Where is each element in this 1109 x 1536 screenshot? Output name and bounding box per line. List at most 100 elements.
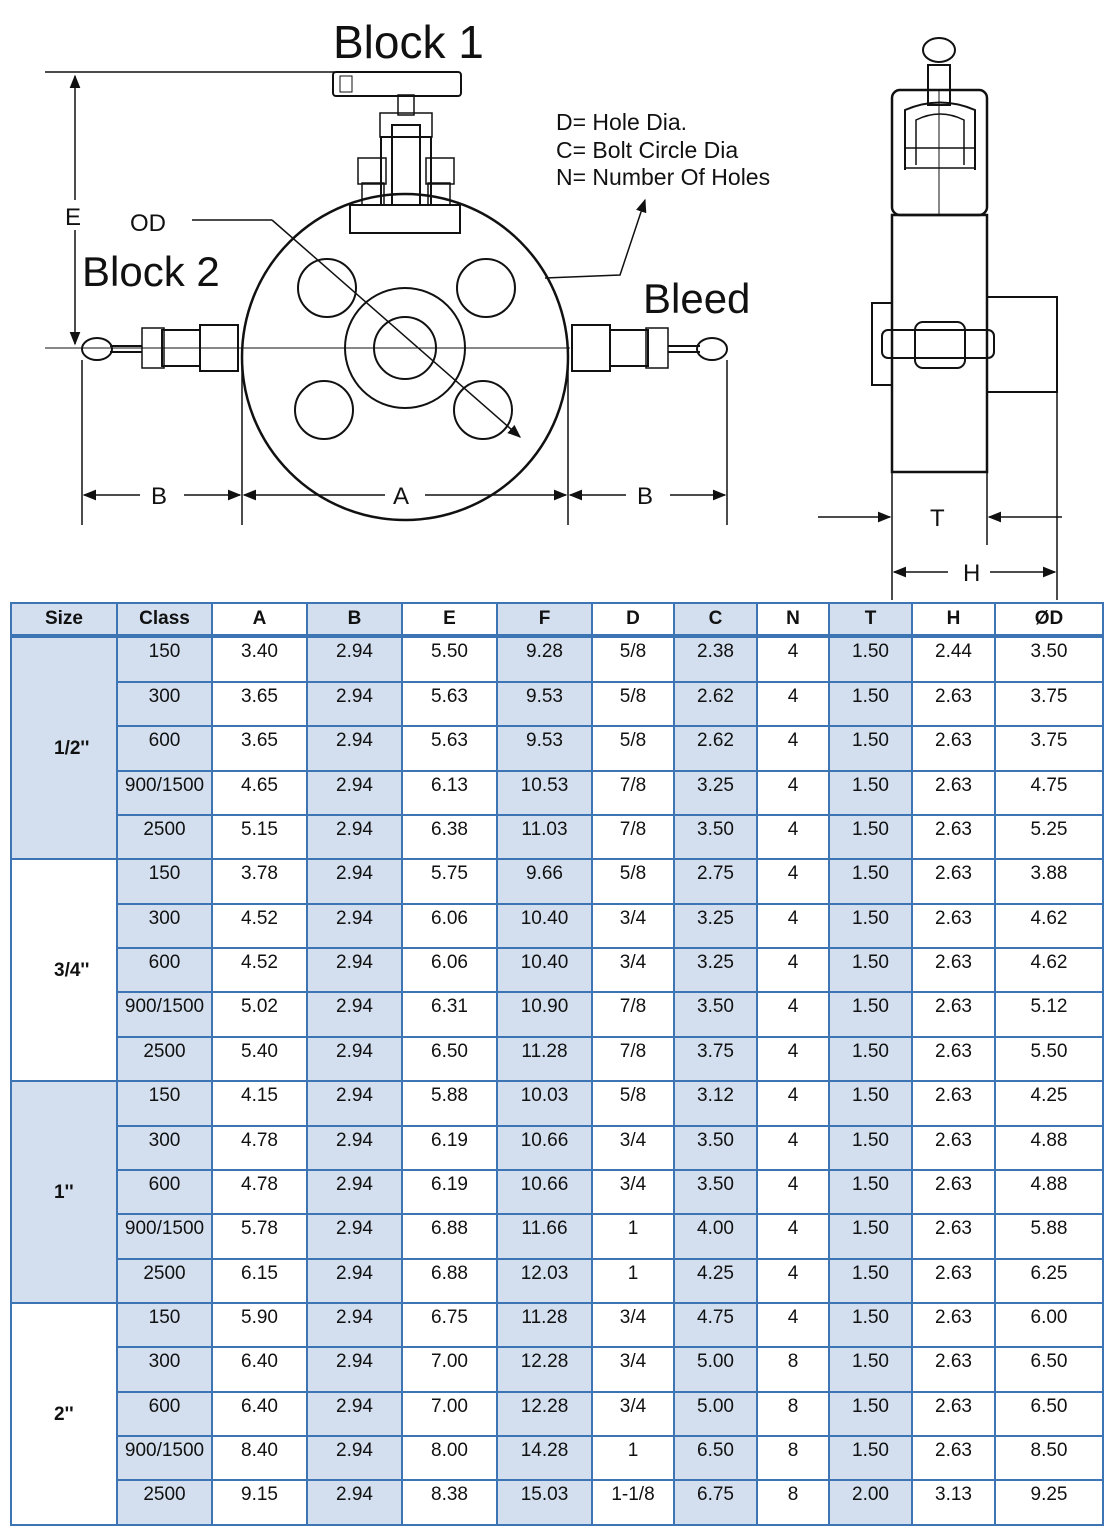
table-cell: 2.63	[911, 902, 996, 950]
table-cell: 11.66	[496, 1213, 593, 1260]
table-cell: 5.15	[211, 814, 308, 861]
table-cell: 900/1500	[116, 1435, 213, 1482]
side-view	[871, 37, 1058, 474]
table-cell: 2.44	[911, 635, 996, 683]
table-cell: 10.66	[496, 1124, 593, 1171]
table-cell: 4.75	[673, 1301, 758, 1349]
legend-number-holes: N= Number Of Holes	[556, 164, 770, 190]
table-cell: 9.28	[496, 635, 593, 683]
table-cell: 6.00	[994, 1301, 1104, 1349]
table-cell: 2.94	[306, 1435, 403, 1482]
table-cell: 8.40	[211, 1435, 308, 1482]
table-cell: 4.62	[994, 947, 1104, 994]
table-cell: 2.94	[306, 1301, 403, 1349]
table-cell: 14.28	[496, 1435, 593, 1482]
bolt-hole	[456, 258, 516, 318]
table-cell: 2.63	[911, 1213, 996, 1260]
table-cell: 5.00	[673, 1346, 758, 1393]
table-cell: 2.63	[911, 725, 996, 772]
table-cell: 2.94	[306, 1035, 403, 1083]
table-cell: 1.50	[828, 902, 913, 950]
table-cell: 1.50	[828, 1080, 913, 1127]
table-cell: 3.65	[211, 725, 308, 772]
table-cell: 2.94	[306, 1390, 403, 1438]
table-cell: 1.50	[828, 725, 913, 772]
table-cell: 600	[116, 1168, 213, 1216]
e-label: E	[65, 204, 81, 231]
table-cell: 6.19	[401, 1168, 498, 1216]
table-cell: 5.63	[401, 725, 498, 772]
table-cell: 2.94	[306, 991, 403, 1038]
table-cell: 5.12	[994, 991, 1104, 1038]
table-cell: 11.03	[496, 814, 593, 861]
front-view	[45, 71, 728, 522]
table-cell: 2.63	[911, 1435, 996, 1482]
table-cell: 5/8	[591, 858, 675, 905]
side-dimension-lines	[818, 392, 1062, 600]
table-cell: 3.25	[673, 769, 758, 817]
table-cell: 4.78	[211, 1168, 308, 1216]
table-cell: 6.50	[994, 1346, 1104, 1393]
table-cell: 11.28	[496, 1035, 593, 1083]
table-cell: 3.50	[994, 635, 1104, 683]
size-cell: 1/2''	[10, 634, 118, 861]
table-cell: 3.12	[673, 1080, 758, 1127]
table-cell: 4.65	[211, 769, 308, 817]
table-cell: 2.94	[306, 1080, 403, 1127]
table-cell: 2.94	[306, 947, 403, 994]
table-cell: 1.50	[828, 1124, 913, 1171]
table-cell: 2.94	[306, 902, 403, 950]
table-cell: 1.50	[828, 680, 913, 728]
table-cell: 4.62	[994, 902, 1104, 950]
table-cell: 5.50	[994, 1035, 1104, 1083]
flange	[240, 192, 570, 522]
table-cell: 11.28	[496, 1301, 593, 1349]
table-cell: 4	[756, 814, 830, 861]
table-cell: 5/8	[591, 725, 675, 772]
table-cell: 3.50	[673, 991, 758, 1038]
table-cell: 2.63	[911, 1390, 996, 1438]
table-cell: 12.03	[496, 1257, 593, 1304]
table-cell: 4	[756, 1213, 830, 1260]
table-cell: 3/4	[591, 1346, 675, 1393]
table-cell: 8.38	[401, 1479, 498, 1526]
table-cell: 2.38	[673, 635, 758, 683]
block2-label: Block 2	[82, 248, 220, 295]
table-cell: 1	[591, 1257, 675, 1304]
table-cell: 2500	[116, 1035, 213, 1083]
table-cell: 1.50	[828, 1035, 913, 1083]
table-cell: 3/4	[591, 947, 675, 994]
header-cell: N	[756, 602, 830, 638]
table-cell: 6.40	[211, 1346, 308, 1393]
h-label: H	[963, 560, 980, 587]
table-cell: 4	[756, 1080, 830, 1127]
table-cell: 2500	[116, 1257, 213, 1304]
header-cell: E	[401, 602, 498, 638]
table-cell: 2500	[116, 814, 213, 861]
table-cell: 2.63	[911, 858, 996, 905]
table-cell: 1.50	[828, 1346, 913, 1393]
table-cell: 5.40	[211, 1035, 308, 1083]
table-cell: 3/4	[591, 1390, 675, 1438]
table-cell: 300	[116, 1346, 213, 1393]
table-cell: 3.50	[673, 1168, 758, 1216]
table-cell: 2.94	[306, 635, 403, 683]
table-cell: 2.94	[306, 1124, 403, 1171]
table-cell: 8	[756, 1435, 830, 1482]
table-cell: 6.06	[401, 947, 498, 994]
table-cell: 2.94	[306, 814, 403, 861]
bleed-label: Bleed	[643, 275, 750, 322]
table-cell: 1.50	[828, 769, 913, 817]
table-cell: 3/4	[591, 1168, 675, 1216]
header-cell: F	[496, 602, 593, 638]
table-cell: 7/8	[591, 814, 675, 861]
table-cell: 4.88	[994, 1168, 1104, 1216]
table-cell: 2.63	[911, 1080, 996, 1127]
table-cell: 5.88	[401, 1080, 498, 1127]
table-cell: 5.90	[211, 1301, 308, 1349]
